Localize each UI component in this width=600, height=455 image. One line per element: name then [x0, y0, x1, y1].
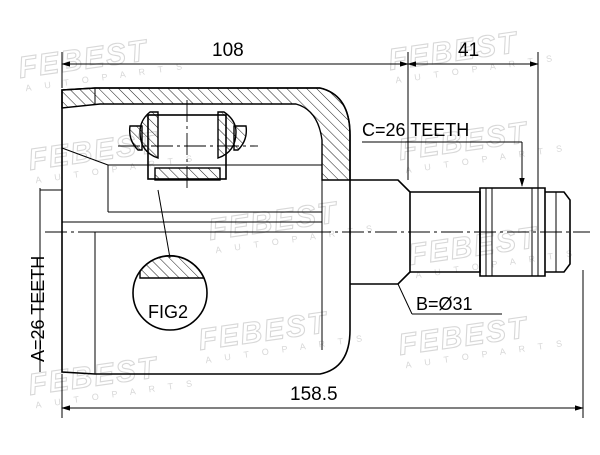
housing-outline — [61, 87, 351, 375]
needle-left — [128, 125, 143, 151]
bore-taper-line — [61, 147, 109, 166]
fig2-label: FIG2 — [148, 302, 188, 322]
watermark-layer: FEBEST AUTOPARTS FEBEST AUTOPARTS FEBEST… — [16, 25, 586, 410]
watermark-9: FEBEST AUTOPARTS — [26, 350, 206, 410]
dim-158-text: 158.5 — [290, 384, 338, 405]
watermark-8: FEBEST AUTOPARTS — [396, 310, 576, 370]
needle-right — [233, 125, 248, 151]
dimensions: 108 41 158.5 A=26 TEETH C=26 TEETH B=Ø31 — [28, 40, 584, 418]
fig2-hatch — [139, 254, 206, 279]
shaft-spline — [479, 187, 546, 277]
dim-41-text: 41 — [458, 40, 479, 61]
spider-hub — [154, 167, 221, 181]
teeth-c-label: C=26 TEETH — [362, 120, 469, 140]
teeth-a-label: A=26 TEETH — [28, 256, 48, 362]
housing — [61, 87, 351, 375]
fig2-leader — [157, 189, 171, 259]
tripod — [118, 100, 258, 190]
diameter-b-label: B=Ø31 — [416, 294, 473, 314]
shaft-tip — [545, 191, 571, 273]
watermark-7: FEBEST AUTOPARTS — [196, 305, 376, 365]
diameter-b-leader — [397, 283, 413, 315]
watermark-6: FEBEST AUTOPARTS — [406, 220, 586, 280]
fig2-detail: FIG2 — [132, 189, 208, 331]
dim-108-text: 108 — [212, 40, 244, 61]
watermark-5: FEBEST AUTOPARTS — [206, 195, 386, 255]
watermark-1: FEBEST AUTOPARTS — [16, 33, 196, 93]
